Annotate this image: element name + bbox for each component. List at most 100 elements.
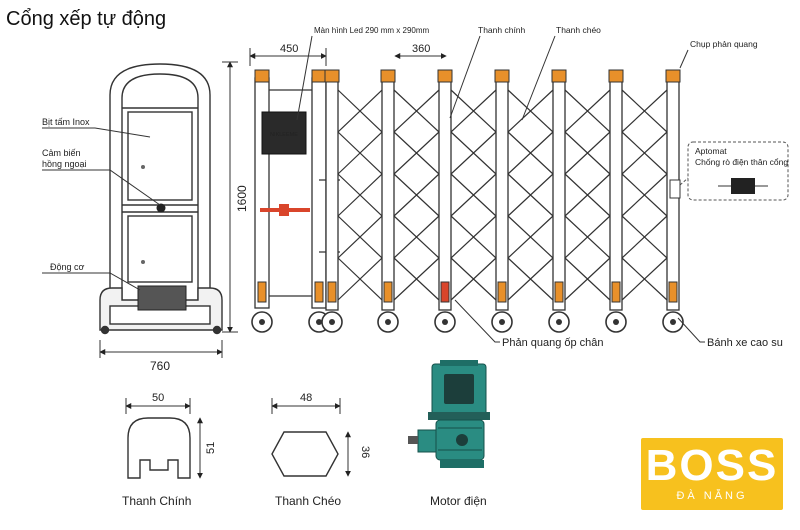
top-reflector-cap (551, 69, 567, 83)
diagonal-bar (564, 89, 611, 133)
top-reflector-cap (254, 69, 270, 83)
wheel-hub (670, 319, 676, 325)
front-view: NIKLEEME (251, 69, 684, 333)
diagonal-bar (393, 215, 440, 259)
diagonal-bar (564, 215, 611, 259)
page-title: Cổng xếp tự động (6, 8, 167, 30)
post (552, 77, 566, 311)
diagonal-bar (507, 89, 554, 133)
diagonal-bar (621, 173, 668, 217)
diagonal-bar (393, 173, 440, 217)
diagonal-bar (564, 131, 611, 175)
diagonal-bar (450, 257, 497, 301)
logo-sub: ĐÀ NẴNG (676, 490, 748, 502)
diagonal-bar (393, 131, 440, 175)
foot-reflector (314, 281, 324, 303)
foot-reflector (257, 281, 267, 303)
diagonal-bar (621, 215, 668, 259)
top-reflector-cap (494, 69, 510, 83)
dim-36: 36 (359, 446, 371, 458)
logo-word: BOSS (645, 441, 779, 490)
label-phan-quang-op-chan: Phản quang ốp chân (502, 337, 604, 349)
wheel-hub (442, 319, 448, 325)
aptomat-icon (731, 178, 755, 194)
foot-reflector (554, 281, 564, 303)
diagonal-bar (393, 89, 440, 133)
dim-760: 760 (150, 359, 170, 373)
diagonal-bar (621, 89, 668, 133)
diagonal-bar (450, 215, 497, 259)
foot-reflector (327, 281, 337, 303)
diagonal-bar (507, 131, 554, 175)
diagonal-bar (450, 173, 497, 217)
posts (251, 69, 684, 333)
diagonal-bar (337, 257, 383, 301)
diagonal-bar (450, 89, 497, 133)
diagonal-bar (337, 131, 383, 175)
post (609, 77, 623, 311)
wheel-hub (499, 319, 505, 325)
dim-450: 450 (280, 43, 298, 55)
foot-reflector (668, 281, 678, 303)
post (495, 77, 509, 311)
top-reflector-cap (437, 69, 453, 83)
top-reflector-cap (665, 69, 681, 83)
diagonal-bar (507, 215, 554, 259)
label-bit-tam-inox: Bịt tấm Inox (42, 117, 90, 127)
diagonal-bar (564, 173, 611, 217)
diagonal-bar (507, 173, 554, 217)
label-thanh-cheo: Thanh chéo (556, 25, 601, 35)
wheel-hub (259, 319, 265, 325)
label-cam-bien-2: hồng ngoại (42, 159, 87, 169)
dim-360: 360 (412, 43, 430, 55)
foot-reflector (383, 281, 393, 303)
dim-51: 51 (205, 442, 217, 454)
post (325, 77, 339, 311)
label-cam-bien-1: Cảm biến (42, 148, 81, 158)
top-reflector-cap (324, 69, 340, 83)
dim-48: 48 (300, 392, 312, 404)
dim-1600: 1600 (235, 185, 249, 212)
foot-reflector (611, 281, 621, 303)
side-motor-box (137, 285, 187, 311)
post (438, 77, 452, 311)
label-aptomat-2: Chống rò điện thân cổng (695, 157, 788, 167)
top-reflector-cap (380, 69, 396, 83)
diagonal-bar (507, 257, 554, 301)
label-aptomat-1: Aptomat (695, 146, 727, 156)
dim-50: 50 (152, 392, 164, 404)
motor-icon (408, 360, 490, 468)
led-brand-text: NIKLEEME (270, 132, 298, 138)
profile-thanh-cheo (271, 431, 339, 477)
label-banh-xe: Bánh xe cao su (707, 337, 783, 349)
diagonal-bar (450, 131, 497, 175)
diagonal-bar (621, 131, 668, 175)
diagonal-bar (337, 215, 383, 259)
label-chup-phan-quang: Chụp phản quang (690, 39, 758, 49)
foot-reflector (497, 281, 507, 303)
boss-logo: BOSS ĐÀ NẴNG (641, 438, 783, 510)
label-thanh-chinh: Thanh chính (478, 25, 526, 35)
top-reflector-cap (311, 69, 327, 83)
label-led-screen: Màn hình Led 290 mm x 290mm (314, 26, 430, 35)
wheel-hub (316, 319, 322, 325)
foot-reflector (440, 281, 450, 303)
post (381, 77, 395, 311)
wheel-hub (329, 319, 335, 325)
diagonal-bar (337, 173, 383, 217)
label-motor: Motor điện (430, 494, 487, 508)
label-thanh-cheo-profile: Thanh Chéo (275, 494, 341, 508)
led-screen (261, 111, 307, 155)
wheel-hub (613, 319, 619, 325)
diagonal-bar (564, 257, 611, 301)
wheel-hub (556, 319, 562, 325)
wheel-hub (385, 319, 391, 325)
diagonal-bar (393, 257, 440, 301)
label-thanh-chinh-profile: Thanh Chính (122, 494, 191, 508)
diagonal-bar (621, 257, 668, 301)
profile-thanh-chinh (127, 417, 191, 479)
top-reflector-cap (608, 69, 624, 83)
diagonal-bar (337, 89, 383, 133)
sensor-icon (156, 203, 166, 213)
